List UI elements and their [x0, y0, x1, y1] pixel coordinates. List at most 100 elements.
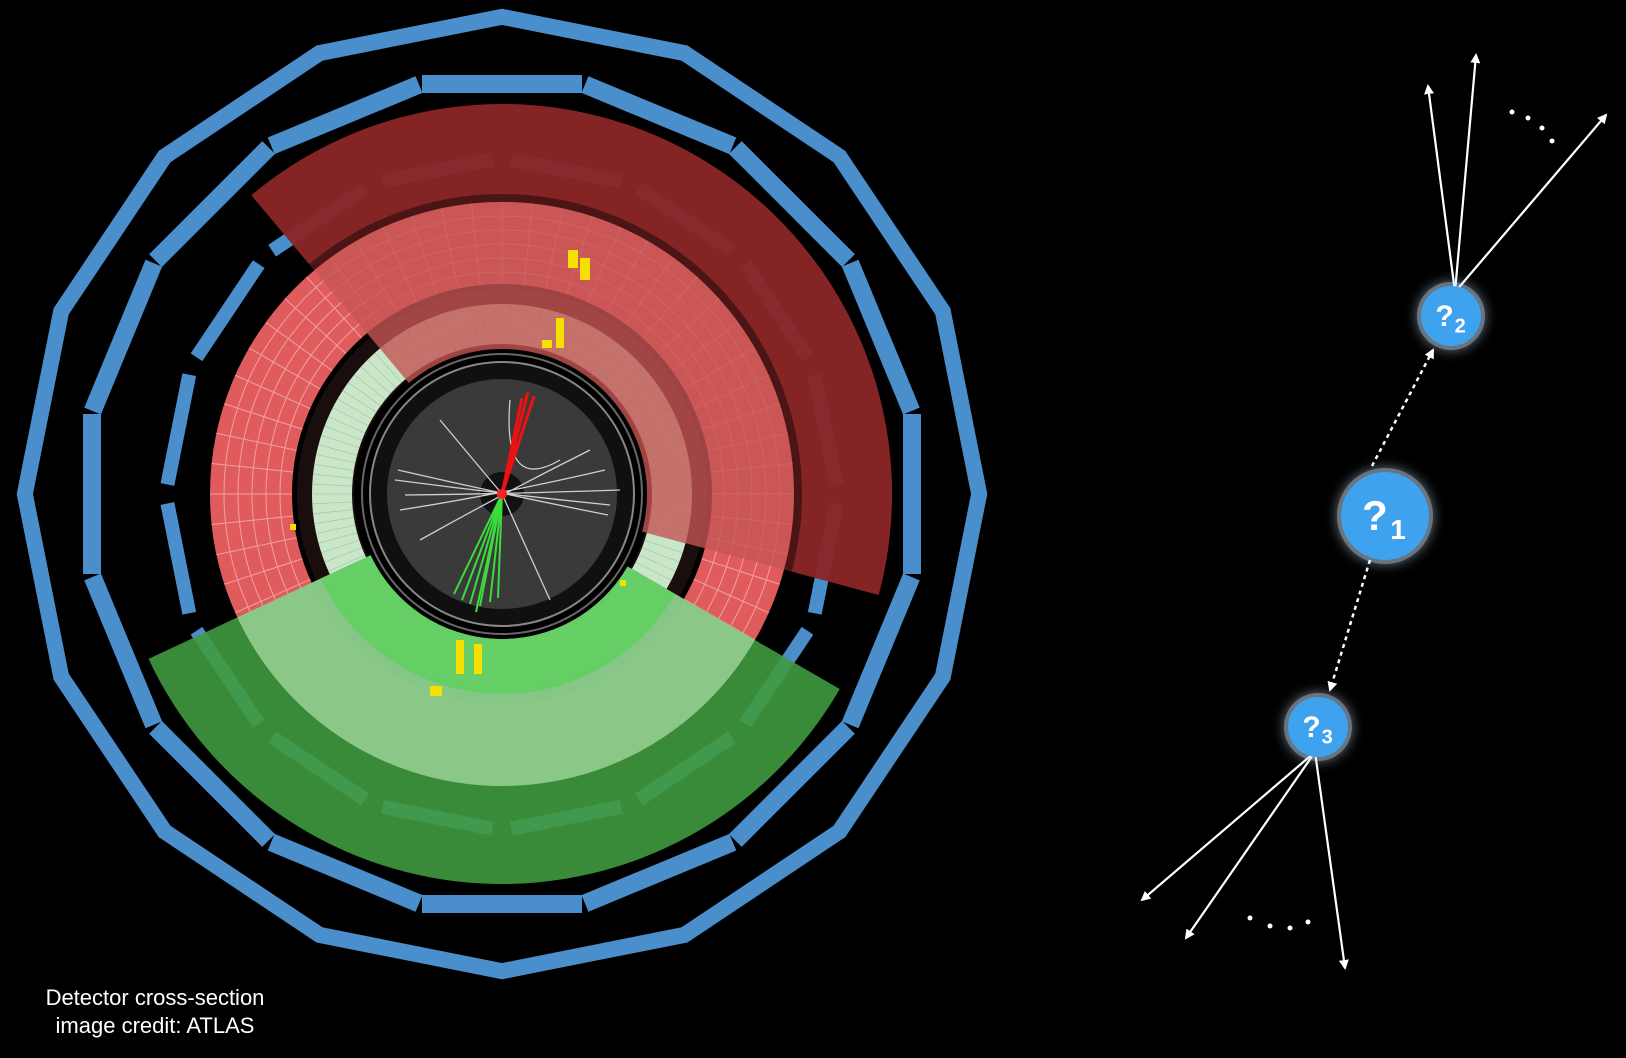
muon-chamber-slab [83, 414, 101, 574]
node-symbol: ? [1302, 711, 1320, 744]
node-3: ?3 [1284, 693, 1352, 761]
calorimeter-grid-line [312, 483, 353, 487]
calorimeter-grid-line [641, 547, 680, 563]
muon-chamber-slab [16, 490, 70, 681]
calorimeter-grid-line [211, 515, 294, 526]
red-jet-inner [314, 202, 794, 570]
calorimeter-grid-line [314, 517, 354, 525]
muon-chamber-slab [53, 670, 173, 838]
muon-chamber-slab [841, 259, 920, 415]
green-jet-sector [148, 555, 840, 884]
muon-chamber-slab [422, 75, 582, 93]
energy-deposit [290, 524, 296, 530]
calorimeter-grid-line [328, 416, 366, 434]
calorimeter-grid-line [328, 554, 366, 572]
charged-track [508, 399, 561, 470]
calorimeter-grid-line [211, 462, 294, 473]
ellipsis-dot [1549, 138, 1555, 144]
caption-line-1: Detector cross-section [45, 985, 265, 1010]
ellipsis-dot [1287, 925, 1293, 931]
calorimeter-grid-line [314, 463, 354, 471]
calorimeter-grid-line [318, 532, 358, 544]
calorimeter-grid-line [313, 473, 353, 479]
decay-product-arrow [1453, 53, 1481, 293]
muon-chamber-slab [16, 307, 70, 498]
calorimeter-grid-line [321, 435, 360, 448]
calorimeter-grid-line [693, 578, 769, 614]
muon-chamber-slab [160, 502, 197, 615]
muon-chamber-slab [267, 833, 423, 912]
energy-deposit [568, 250, 578, 268]
calorimeter-grid-line [235, 578, 311, 614]
decay-product-arrow [1184, 751, 1316, 940]
green-jet-track [461, 493, 503, 601]
calorimeter-grid-line [374, 352, 402, 383]
calorimeter-grid-line [306, 276, 362, 339]
muon-chamber-slab [728, 141, 855, 268]
muon-chamber-slab [498, 926, 689, 980]
calorimeter-grid-line [224, 403, 303, 430]
green-jet-track [469, 493, 503, 605]
calorimeter-grid-line [324, 425, 363, 441]
muon-chamber-slab [160, 373, 197, 486]
red-jet-outer [251, 103, 892, 595]
ellipsis-dot [1525, 115, 1531, 121]
energy-deposit [556, 318, 564, 348]
node-circle [1288, 697, 1348, 757]
dashed-arrow-to-node-2 [1370, 348, 1435, 467]
muon-chamber-slab [581, 76, 737, 155]
calorimeter-grid-line [635, 561, 672, 581]
muon-chamber-slab [841, 573, 920, 729]
calorimeter-grid-line [248, 347, 321, 390]
calorimeter-grid-line [224, 558, 303, 585]
ellipsis-dot [1509, 109, 1515, 115]
ellipsis-dot [1305, 919, 1311, 925]
calorimeter-grid-line [354, 374, 386, 400]
calorimeter-grid-line [342, 390, 377, 413]
ellipsis-dot [1539, 125, 1545, 131]
calorimeter-grid-line [337, 398, 373, 420]
muon-chamber-slab [158, 823, 326, 943]
image-caption: Detector cross-section image credit: ATL… [30, 984, 280, 1040]
calorimeter-grid-line [216, 537, 297, 556]
muon-chamber-slab [315, 8, 506, 62]
decay-product-arrow [1140, 751, 1316, 902]
decay-product-arrow [1313, 751, 1349, 970]
muon-chamber-slab [149, 720, 276, 847]
red-jet-track [500, 397, 524, 495]
node-subscript: 2 [1455, 316, 1466, 338]
calorimeter-grid-line [321, 540, 360, 553]
calorimeter-grid-line [312, 501, 353, 505]
calorimeter-grid-line [284, 298, 347, 354]
node-subscript: 1 [1390, 514, 1406, 545]
energy-deposit [456, 640, 464, 674]
solenoid [361, 353, 643, 635]
muon-chamber-slab [84, 573, 163, 729]
muon-chamber-slab [149, 141, 276, 268]
node-symbol: ? [1435, 300, 1453, 333]
node-circle [1421, 286, 1481, 346]
muon-chamber-slab [678, 45, 846, 165]
muon-chamber-slab [190, 260, 265, 362]
node-circle [1341, 472, 1429, 560]
muon-chamber-slab [53, 150, 173, 318]
calorimeter-grid-line [367, 359, 397, 389]
dashed-arrow-to-node-3 [1327, 559, 1372, 692]
green-jet-track [475, 493, 503, 613]
calorimeter-grid-line [701, 558, 780, 585]
energy-deposit [430, 686, 442, 696]
calorimeter-grid-line [644, 540, 683, 553]
node-symbol: ? [1362, 492, 1388, 539]
interaction-vertex [497, 489, 507, 499]
muon-chamber-slab [498, 8, 689, 62]
green-jet-em [320, 555, 676, 694]
calorimeter-grid-line [265, 321, 333, 371]
node-1: ?1 [1337, 468, 1433, 564]
energy-deposit [474, 644, 482, 674]
muon-chamber-slab [728, 720, 855, 847]
calorimeter-grid-line [216, 432, 297, 451]
node-2: ?2 [1417, 282, 1485, 350]
muon-chamber-slab [158, 45, 326, 165]
